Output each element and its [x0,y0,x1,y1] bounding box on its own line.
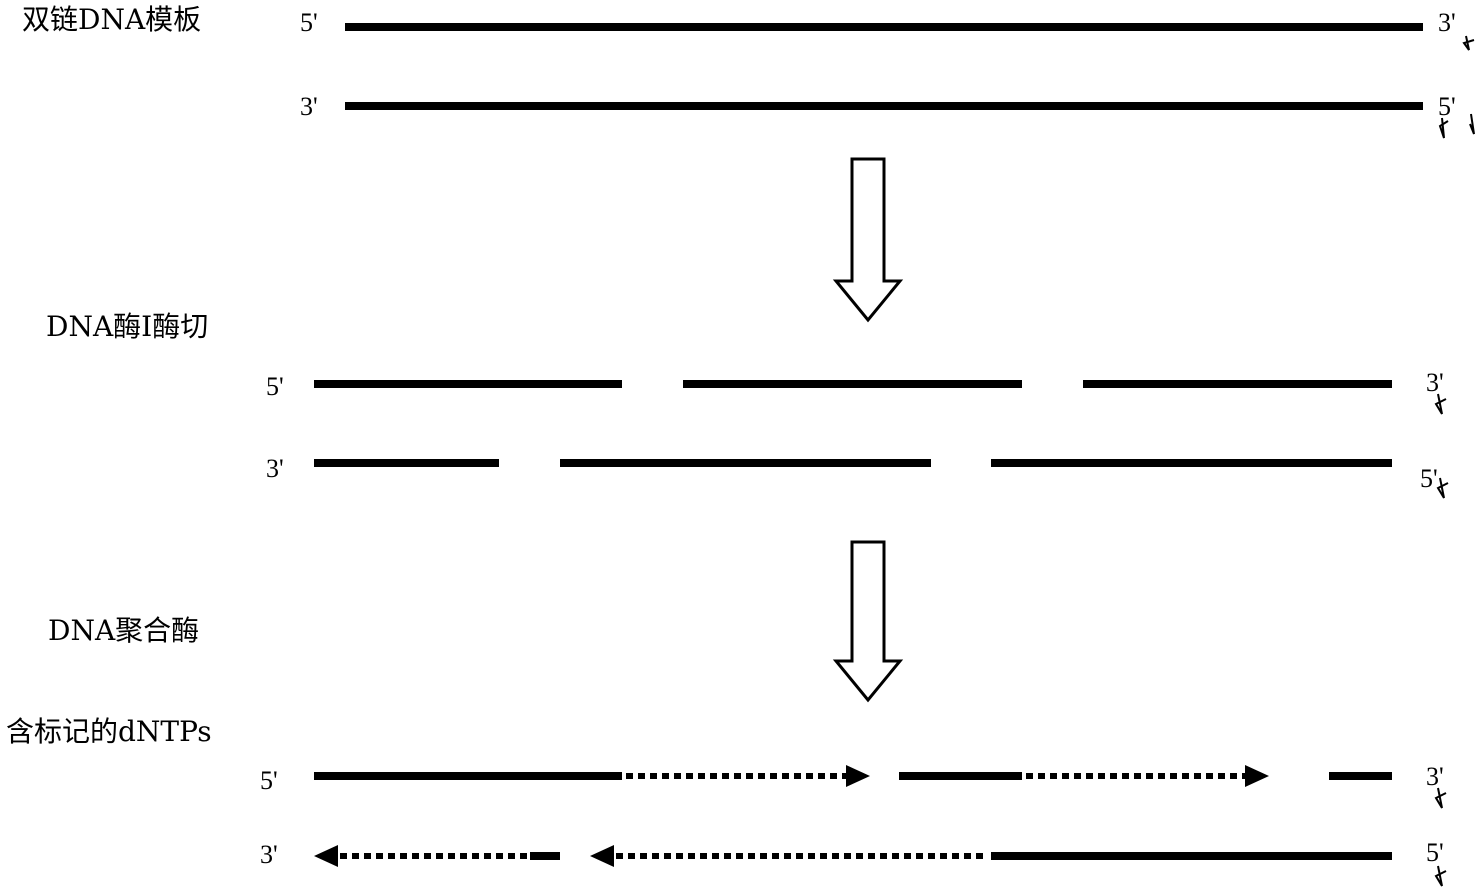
end-label-row1-left: 5' [300,8,318,37]
tick-mark [1434,787,1447,809]
tick-mark [1436,477,1449,499]
end-label-row2-left: 3' [300,92,318,121]
tick-mark [1434,865,1447,887]
end-label-row5-left: 5' [260,766,278,795]
tick-mark [1434,393,1447,415]
end-label-row4-right: 5' [1420,464,1438,493]
end-label-row3-right: 3' [1426,368,1444,397]
end-label-row3-left: 5' [266,372,284,401]
end-label-row2-right: 5' [1438,92,1456,121]
end-label-row6-left: 3' [260,840,278,869]
tick-mark [1438,117,1449,139]
extended-bottom-arrowhead-2 [590,845,614,867]
extended-bottom-arrowhead-1 [314,845,338,867]
extended-top-arrowhead-1 [846,765,870,787]
label-polymerase: DNA聚合酶 [48,614,200,647]
label-template: 双链DNA模板 [22,3,202,36]
down-arrow-2 [832,540,904,703]
label-nicking: DNA酶I酶切 [46,310,209,343]
end-label-row4-left: 3' [266,454,284,483]
tick-mark [1462,35,1475,51]
end-label-row1-right: 3' [1438,8,1456,37]
label-labeled-dntps: 含标记的dNTPs [6,715,212,748]
end-label-row6-right: 5' [1426,838,1444,867]
extended-top-arrowhead-2 [1245,765,1269,787]
down-arrow-1 [832,157,904,323]
end-label-row5-right: 3' [1426,762,1444,791]
tick-mark [1469,113,1475,135]
